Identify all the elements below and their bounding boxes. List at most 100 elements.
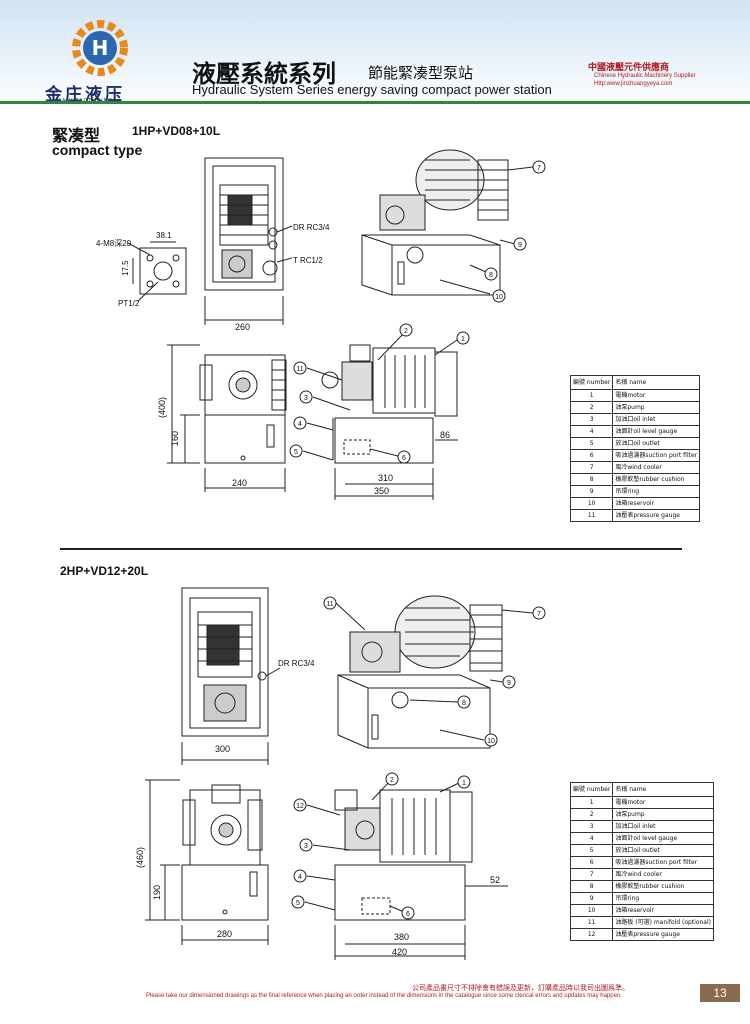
s1-callout-8: 8 — [489, 272, 493, 279]
s1-callout-5: 5 — [294, 449, 298, 456]
brand-name: 金庄液压 — [45, 85, 125, 105]
page-title-en: Hydraulic System Series energy saving co… — [192, 82, 552, 97]
s1-callout-1: 1 — [461, 336, 465, 343]
supplier-cn: 中國液壓元件供應商 — [588, 63, 670, 73]
s2-callout-4: 4 — [298, 874, 302, 881]
s2-callout-leaders — [304, 778, 462, 913]
s1-callout-10: 10 — [495, 294, 503, 301]
s2-side-view — [334, 789, 508, 960]
s1-callout-6: 6 — [402, 455, 406, 462]
s1-dim-240: 240 — [232, 478, 247, 488]
s2-callout-12: 12 — [296, 803, 304, 810]
s2-callout-3: 3 — [304, 843, 308, 850]
s1-parts-header-num: 編號 number — [569, 375, 614, 390]
s2-callout-7: 7 — [537, 611, 541, 618]
s2-dr-label: DR RC3/4 — [278, 659, 315, 668]
s2-dim-420: 420 — [392, 947, 407, 957]
s1-dr-label: DR RC3/4 — [293, 223, 330, 232]
s1-dim-17: 17.5 — [121, 260, 130, 276]
s1-callout-11: 11 — [296, 366, 303, 373]
s1-top-view — [204, 157, 293, 325]
s1-dim-260: 260 — [235, 322, 250, 332]
svg-text:H: H — [92, 36, 109, 60]
s1-pt-label: PT1/2 — [118, 299, 140, 308]
s1-parts-header-name: 名稱 name — [612, 375, 701, 390]
s1-callout-9: 9 — [518, 242, 522, 249]
page-subtitle-cn: 節能緊凑型泵站 — [368, 64, 474, 82]
s2-callout-2: 2 — [390, 777, 394, 784]
s2-callout-9: 9 — [507, 680, 511, 687]
s2-callout-6: 6 — [406, 911, 410, 918]
s1-t-label: T RC1/2 — [293, 256, 323, 265]
s1-dim-160: 160 — [170, 431, 180, 446]
s2-dim-460: (460) — [135, 847, 145, 868]
company-logo: H — [72, 20, 128, 76]
s1-iso-view — [361, 149, 534, 296]
header-rule — [0, 101, 750, 104]
s1-callout-4: 4 — [298, 421, 302, 428]
s1-front-view — [167, 344, 287, 492]
s1-dim-86: 86 — [440, 430, 450, 440]
section2-model: 2HP+VD12+20L — [60, 564, 149, 578]
section1-title-en: compact type — [52, 142, 143, 158]
footer-note-en: Please take our dimensioned drawings as … — [146, 993, 622, 999]
s2-dim-52: 52 — [490, 875, 500, 885]
s1-dim-38: 38.1 — [156, 231, 172, 240]
section1-title-cn: 緊凑型 — [52, 126, 101, 145]
s1-callout-leaders — [302, 332, 461, 461]
s2-callouts — [291, 596, 546, 920]
s1-bolt-label: 4-M8深20 — [96, 239, 132, 248]
s2-callout-1: 1 — [462, 780, 466, 787]
supplier-url[interactable]: Http:www.jinzhuangyeya.com — [594, 81, 673, 87]
s2-dim-190: 190 — [152, 885, 162, 900]
s2-top-view — [181, 587, 281, 765]
s2-iso-view — [335, 595, 534, 749]
footer-note-cn: 公司產品書尺寸不排除會有錯誤及更新，訂購產品時以我司出圖爲準。 — [412, 984, 629, 992]
s2-callout-11: 11 — [326, 601, 333, 608]
s2-callout-10: 10 — [487, 738, 495, 745]
s1-dim-310: 310 — [378, 473, 393, 483]
section-divider — [60, 548, 682, 550]
page-title-cn: 液壓系統系列 — [192, 60, 336, 88]
supplier-en: Chinese Hydraulic Machinery Supplier — [594, 73, 696, 79]
s2-parts-header-name: 名稱 name — [612, 782, 714, 797]
s1-callout-3: 3 — [304, 395, 308, 402]
s1-callout-2: 2 — [404, 328, 408, 335]
s1-callout-7: 7 — [537, 165, 541, 172]
s2-callout-5: 5 — [296, 900, 300, 907]
s2-front-view — [145, 779, 269, 945]
s1-callouts — [289, 160, 546, 464]
s2-callout-8: 8 — [462, 700, 466, 707]
s2-dim-280: 280 — [217, 929, 232, 939]
s1-dim-400: (400) — [157, 397, 167, 418]
section1-model: 1HP+VD08+10L — [132, 124, 221, 138]
s2-dim-300: 300 — [215, 744, 230, 754]
s1-dim-350: 350 — [374, 486, 389, 496]
page-number: 13 — [700, 984, 740, 1002]
